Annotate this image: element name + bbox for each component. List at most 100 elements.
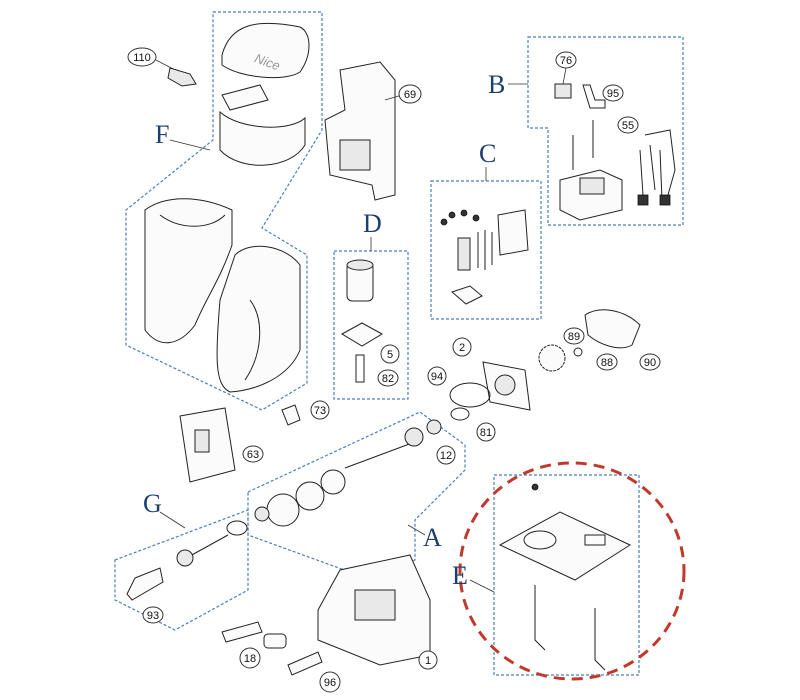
callout-63: 63 — [247, 449, 259, 461]
release-lever — [126, 567, 164, 601]
callout-76: 76 — [560, 55, 572, 67]
leader-a — [407, 524, 426, 536]
callout-94: 94 — [431, 371, 443, 383]
gearbox-front-parts: 2 89 88 90 94 81 — [427, 309, 661, 442]
callout-55: 55 — [622, 120, 634, 132]
callout-110-bubble — [127, 47, 157, 67]
group-e-outline — [493, 474, 640, 676]
callout-90: 90 — [644, 357, 656, 369]
callout-1: 1 — [425, 655, 431, 667]
callout-18-bubble — [239, 647, 261, 669]
callout-82: 82 — [382, 373, 394, 385]
group-g-outline — [114, 509, 249, 631]
callout-81-bubble — [476, 422, 496, 442]
group-label-c: C — [479, 139, 496, 168]
cover-band-top — [221, 84, 269, 111]
release-cam — [176, 549, 194, 567]
screw-c4 — [472, 214, 480, 222]
callout-55-bubble — [617, 116, 639, 134]
gear-cover-90 — [584, 309, 641, 349]
release-shaft — [189, 534, 229, 557]
callout-90-bubble — [639, 353, 661, 371]
connector-a — [637, 194, 649, 206]
group-a: A 12 — [247, 411, 466, 581]
part-95-shape — [582, 84, 606, 109]
mounting-plate-label — [584, 534, 606, 546]
mounting-plate-hole — [523, 530, 557, 550]
mounting-plate — [498, 511, 632, 581]
release-oring — [226, 520, 248, 536]
group-b-outline — [527, 36, 684, 226]
drive-shaft — [344, 439, 421, 469]
left-cover-rim — [159, 214, 226, 227]
control-unit-parts: 73 63 — [179, 400, 330, 483]
left-cover-shell — [144, 198, 233, 344]
callout-95-bubble — [602, 84, 624, 102]
terminal-pins — [477, 230, 493, 270]
circuit-board — [497, 209, 529, 256]
motor-top — [346, 259, 374, 271]
block-96 — [287, 651, 323, 676]
part-69: 69 — [324, 61, 422, 201]
callout-63-bubble — [242, 445, 264, 463]
callout-2-bubble — [452, 337, 472, 357]
washer-88 — [573, 347, 583, 357]
callout-5: 5 — [387, 349, 393, 361]
gear-a3 — [320, 469, 346, 495]
bearing-a — [254, 506, 270, 522]
screw-c1 — [440, 218, 448, 226]
relay-block — [457, 237, 471, 271]
group-a-outline — [247, 411, 466, 581]
callout-93: 93 — [147, 610, 159, 622]
gasket-18 — [263, 633, 287, 649]
part-110: 110 — [127, 47, 197, 87]
callout-89: 89 — [568, 331, 580, 343]
screw-c3 — [460, 209, 468, 217]
part-73-shape — [281, 404, 301, 426]
callout-88: 88 — [601, 357, 613, 369]
leader-e — [469, 579, 495, 593]
group-d: D 5 82 — [333, 209, 409, 400]
callout-69: 69 — [404, 89, 416, 101]
callout-93-bubble — [142, 606, 164, 624]
callout-5-bubble — [380, 344, 400, 364]
callout-95: 95 — [607, 88, 619, 100]
front-plate-hole — [494, 374, 516, 396]
transformer-core — [579, 177, 605, 195]
gear-a2 — [295, 481, 325, 511]
leader-g — [159, 511, 186, 529]
transformer-box — [559, 169, 623, 221]
control-board-component — [194, 429, 210, 453]
callout-12-bubble — [436, 445, 456, 465]
callout-18: 18 — [244, 653, 256, 665]
cover-band — [219, 110, 306, 166]
worm-shaft — [355, 354, 365, 383]
anchor-bolt-left — [534, 585, 546, 651]
pinion-gear-89 — [538, 344, 566, 372]
callout-73: 73 — [314, 405, 326, 417]
callout-110: 110 — [133, 52, 151, 64]
group-g: G 93 — [114, 489, 249, 631]
group-label-g: G — [143, 489, 162, 518]
callout-81: 81 — [480, 427, 492, 439]
callout-96: 96 — [324, 677, 336, 689]
part-76-shape — [554, 83, 572, 99]
callout-12: 12 — [440, 450, 452, 462]
cable-harness-55 — [639, 129, 676, 201]
bearing-b — [404, 427, 424, 447]
oring-81 — [450, 407, 470, 421]
group-label-b: B — [488, 70, 505, 99]
leader-f — [169, 139, 211, 151]
callout-94-bubble — [427, 366, 447, 386]
callout-96-bubble — [319, 671, 341, 693]
top-lid-part — [221, 22, 310, 79]
screw-c2 — [448, 211, 456, 219]
group-e: E — [452, 461, 686, 681]
group-f-covers: Nice F — [125, 11, 323, 411]
seal-ring-94 — [449, 382, 491, 408]
group-label-a: A — [423, 523, 442, 552]
right-cover-inner — [244, 299, 261, 381]
bracket-69-shape — [324, 61, 396, 201]
callout-1-bubble — [418, 650, 438, 670]
